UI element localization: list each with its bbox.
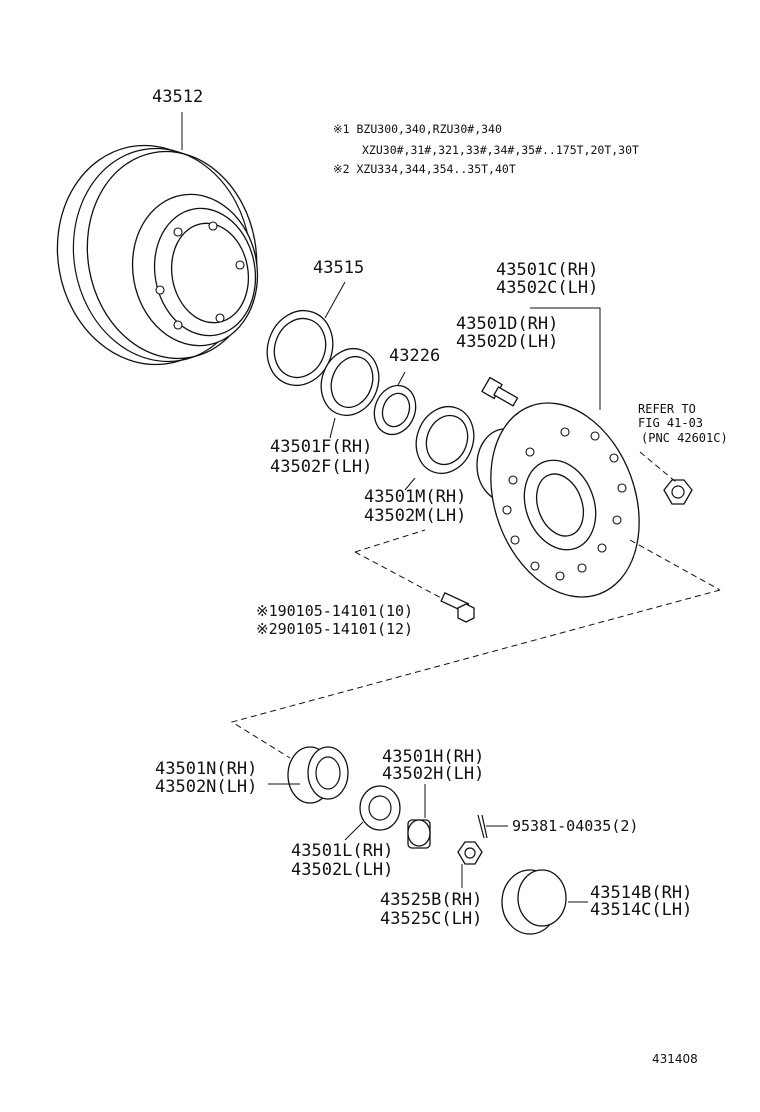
label-43514c: 43514C(LH) [590,900,693,920]
label-43515: 43515 [313,258,365,278]
dashline-b [354,551,446,601]
lock-cap-43525b [457,841,483,865]
label-90105-note-1: ※190105-14101(10) [256,603,413,620]
leader-43501f [329,417,336,439]
label-43501m: 43501M(RH) [364,487,467,507]
washer-43501l [359,785,401,831]
axle-hub-43501c [476,402,640,598]
label-43525b: 43525B(RH) [380,890,483,910]
note-1-continued: XZU30#,31#,321,33#,34#,35#..175T,20T,30T [362,143,639,157]
note-1: ※1 BZU300,340,RZU30#,340 [333,122,502,136]
hub-cap-43514b [501,869,567,935]
label-43502d: 43502D(LH) [456,332,559,352]
bearing-cup-43501m [415,405,475,475]
leader-43501c [530,307,601,410]
label-90105-12: 90105-14101(12) [277,620,414,638]
dashline-a [354,529,426,553]
label-43501f: 43501F(RH) [270,437,373,457]
leader-43501l [344,821,364,841]
leader-refer [639,451,677,483]
label-90105-note-2: ※290105-14101(12) [256,621,413,638]
label-43501l: 43501L(RH) [291,841,394,861]
note-mark-2: ※2 [256,620,278,638]
bearing-43501n [287,746,349,804]
oil-seal-43515 [266,310,334,386]
label-43501d: 43501D(RH) [456,314,559,334]
spacer-43226 [373,384,417,436]
label-43502c: 43502C(LH) [496,278,599,298]
label-43512: 43512 [152,87,204,107]
label-43502h: 43502H(LH) [382,764,485,784]
label-43502n: 43502N(LH) [155,777,258,797]
note-mark-1: ※1 [256,602,278,620]
hub-nut-ref [663,479,693,505]
leader-43515 [324,281,346,319]
brake-disc-rotor [56,144,259,366]
label-43502l: 43502L(LH) [291,860,394,880]
bearing-cone-43501f [320,347,380,417]
refer-line-1: REFER TO [638,402,696,416]
label-43502f: 43502F(LH) [270,457,373,477]
note-2: ※2 XZU334,344,354..35T,40T [333,162,516,176]
label-43525c: 43525C(LH) [380,909,483,929]
figure-number: 431408 [652,1052,698,1066]
leader-43501m [404,477,416,491]
label-90105-10: 90105-14101(10) [277,602,414,620]
label-43502m: 43502M(LH) [364,506,467,526]
nut-43501h [407,819,431,849]
label-43226: 43226 [389,346,441,366]
label-43501h: 43501H(RH) [382,747,485,767]
label-43501c: 43501C(RH) [496,260,599,280]
dashline-d [230,589,721,759]
label-95381: 95381-04035(2) [512,817,639,835]
hub-bolt-43501d [481,376,519,407]
label-43514b: 43514B(RH) [590,883,693,903]
refer-line-3: (PNC 42601C) [641,431,728,445]
label-43501n: 43501N(RH) [155,759,258,779]
refer-line-2: FIG 41-03 [638,416,704,430]
bolt-90105 [440,592,475,623]
dashline-c [629,539,721,591]
leader-43226 [397,371,406,386]
cotter-pin-95381 [477,814,488,839]
